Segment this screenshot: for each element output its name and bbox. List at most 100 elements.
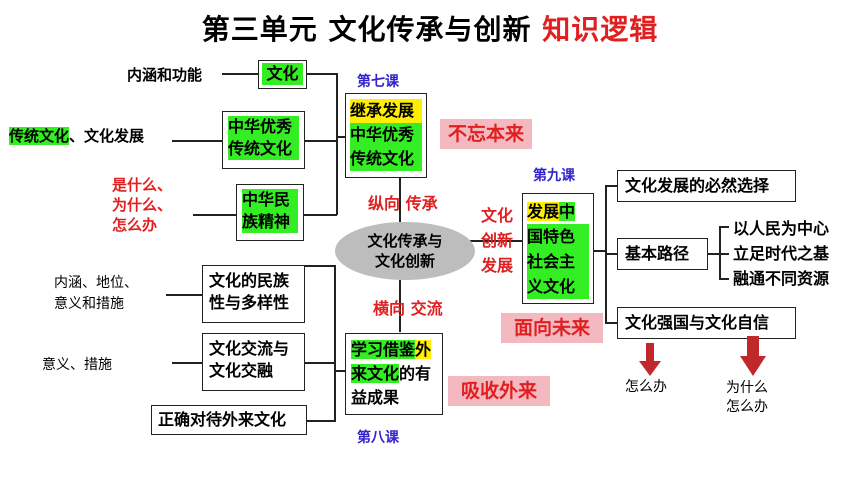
l7-line2: 中华优秀: [350, 123, 422, 147]
lesson9-box: 发展中 国特色 社会主 义文化: [522, 193, 594, 304]
l8-line2: 来文化的有: [351, 362, 437, 386]
dy-side2: 意义和措施: [54, 296, 124, 312]
dy-line2: 性与多样性: [209, 293, 290, 312]
minzu-jingshen-box: 中华民 族精神: [236, 184, 304, 241]
duoyangxing-box: 文化的民族 性与多样性: [202, 265, 305, 323]
q1: 是什么、: [112, 176, 173, 194]
connector: [719, 253, 729, 255]
center-line1: 文化传承与: [367, 232, 443, 250]
down-arrow-icon: [740, 336, 766, 376]
bixuan-box: 文化发展的必然选择: [617, 170, 796, 202]
chuantong-rest: 、文化发展: [69, 127, 145, 145]
l9-side: 文化 创新 发展: [481, 203, 513, 278]
lujing-b: 立足时代之基: [733, 244, 830, 263]
connector: [307, 73, 337, 75]
connector: [605, 185, 617, 187]
lujing-c: 融通不同资源: [733, 269, 830, 288]
page-title: 第三单元 文化传承与创新 知识逻辑: [0, 8, 860, 48]
lesson-nine-label: 第九课: [533, 168, 575, 184]
lesson-seven-label: 第七课: [357, 74, 399, 90]
zhengque-box: 正确对待外来文化: [151, 405, 307, 435]
chuantong-label: 传统文化、文化发展: [9, 125, 144, 146]
lujing-items: 以人民为中心 立足时代之基 融通不同资源: [733, 216, 829, 291]
connector: [594, 250, 606, 252]
connector: [307, 420, 335, 422]
connector: [708, 253, 720, 255]
l8-line1a: 学习借鉴: [351, 340, 416, 359]
arrow2-b: 怎么办: [726, 399, 768, 415]
l9-side3: 发展: [481, 256, 514, 275]
down-arrow-icon: [639, 343, 661, 376]
mz-line2: 族精神: [242, 211, 298, 233]
connector: [305, 140, 337, 142]
lujing-a: 以人民为中心: [733, 219, 830, 238]
l8-line2b: 的有: [399, 364, 432, 383]
connector: [304, 214, 337, 216]
connector: [605, 322, 617, 324]
l9-line4: 义文化: [527, 274, 589, 299]
wenhua-text: 文化: [262, 63, 303, 85]
lesson7-tag: 不忘本来: [440, 119, 532, 149]
zhy-line2: 传统文化: [228, 138, 299, 160]
center-line2: 文化创新: [374, 252, 435, 270]
connector: [334, 265, 336, 422]
l8-line3: 益成果: [351, 388, 400, 407]
neihan-label: 内涵和功能: [127, 66, 203, 84]
jiaoliu-box: 文化交流与 文化交融: [202, 333, 305, 391]
zhonghua-youxiu-box: 中华优秀 传统文化: [222, 111, 305, 169]
connector: [337, 136, 345, 138]
mz-line1: 中华民: [242, 189, 298, 211]
connector: [305, 362, 335, 364]
connector: [605, 253, 617, 255]
horizontal-label: 横向 交流: [373, 299, 443, 318]
zhy-line1: 中华优秀: [228, 116, 299, 138]
wenhua-box: 文化: [258, 60, 307, 89]
connector: [166, 294, 202, 296]
connector: [222, 73, 258, 75]
vertical-label: 纵向 传承: [368, 194, 438, 213]
q3: 怎么办: [112, 216, 158, 234]
connector: [719, 226, 729, 228]
question-label: 是什么、 为什么、 怎么办: [112, 175, 172, 235]
jl-line2: 文化交融: [209, 361, 274, 380]
title-main: 第三单元 文化传承与创新: [201, 13, 532, 46]
l8-line1: 学习借鉴外: [351, 338, 437, 362]
connector: [172, 140, 222, 142]
l9-line2: 国特色: [527, 224, 589, 249]
l9-line3: 社会主: [527, 249, 589, 274]
l9-line1b: 中: [559, 202, 576, 221]
connector: [719, 278, 729, 280]
l9-line1: 发展中: [527, 199, 589, 224]
dy-side: 内涵、地位、 意义和措施: [54, 273, 138, 315]
connector: [193, 214, 236, 216]
lesson8-box: 学习借鉴外 来文化的有 益成果: [345, 333, 443, 415]
l7-line1: 继承发展: [350, 99, 422, 123]
connector: [336, 73, 338, 215]
arrow1-label: 怎么办: [625, 379, 667, 395]
l9-line1a: 发展: [527, 202, 560, 221]
connector: [399, 280, 401, 332]
q2: 为什么、: [112, 196, 173, 214]
jl-line1: 文化交流与: [209, 339, 290, 358]
lesson9-tag: 面向未来: [501, 313, 603, 343]
lesson7-box: 继承发展 中华优秀 传统文化: [345, 93, 427, 178]
chuantong-hl: 传统文化: [9, 127, 70, 145]
l8-line1b: 外: [415, 340, 432, 359]
l8-line2a: 来文化: [351, 364, 400, 383]
l7-line3: 传统文化: [350, 147, 422, 171]
connector: [172, 362, 202, 364]
dy-side1: 内涵、地位、: [54, 275, 138, 291]
lesson-eight-label: 第八课: [357, 430, 399, 446]
lesson8-tag: 吸收外来: [448, 376, 550, 406]
dy-line1: 文化的民族: [209, 271, 290, 290]
center-ellipse: 文化传承与 文化创新: [335, 222, 475, 280]
connector: [470, 240, 522, 242]
arrow2-label: 为什么 怎么办: [726, 379, 768, 417]
connector: [305, 265, 335, 267]
connector: [335, 370, 345, 372]
connector: [399, 178, 401, 222]
l9-side1: 文化: [481, 206, 514, 225]
l9-side2: 创新: [481, 231, 514, 250]
title-accent: 知识逻辑: [542, 13, 659, 46]
lujing-box: 基本路径: [617, 238, 708, 270]
